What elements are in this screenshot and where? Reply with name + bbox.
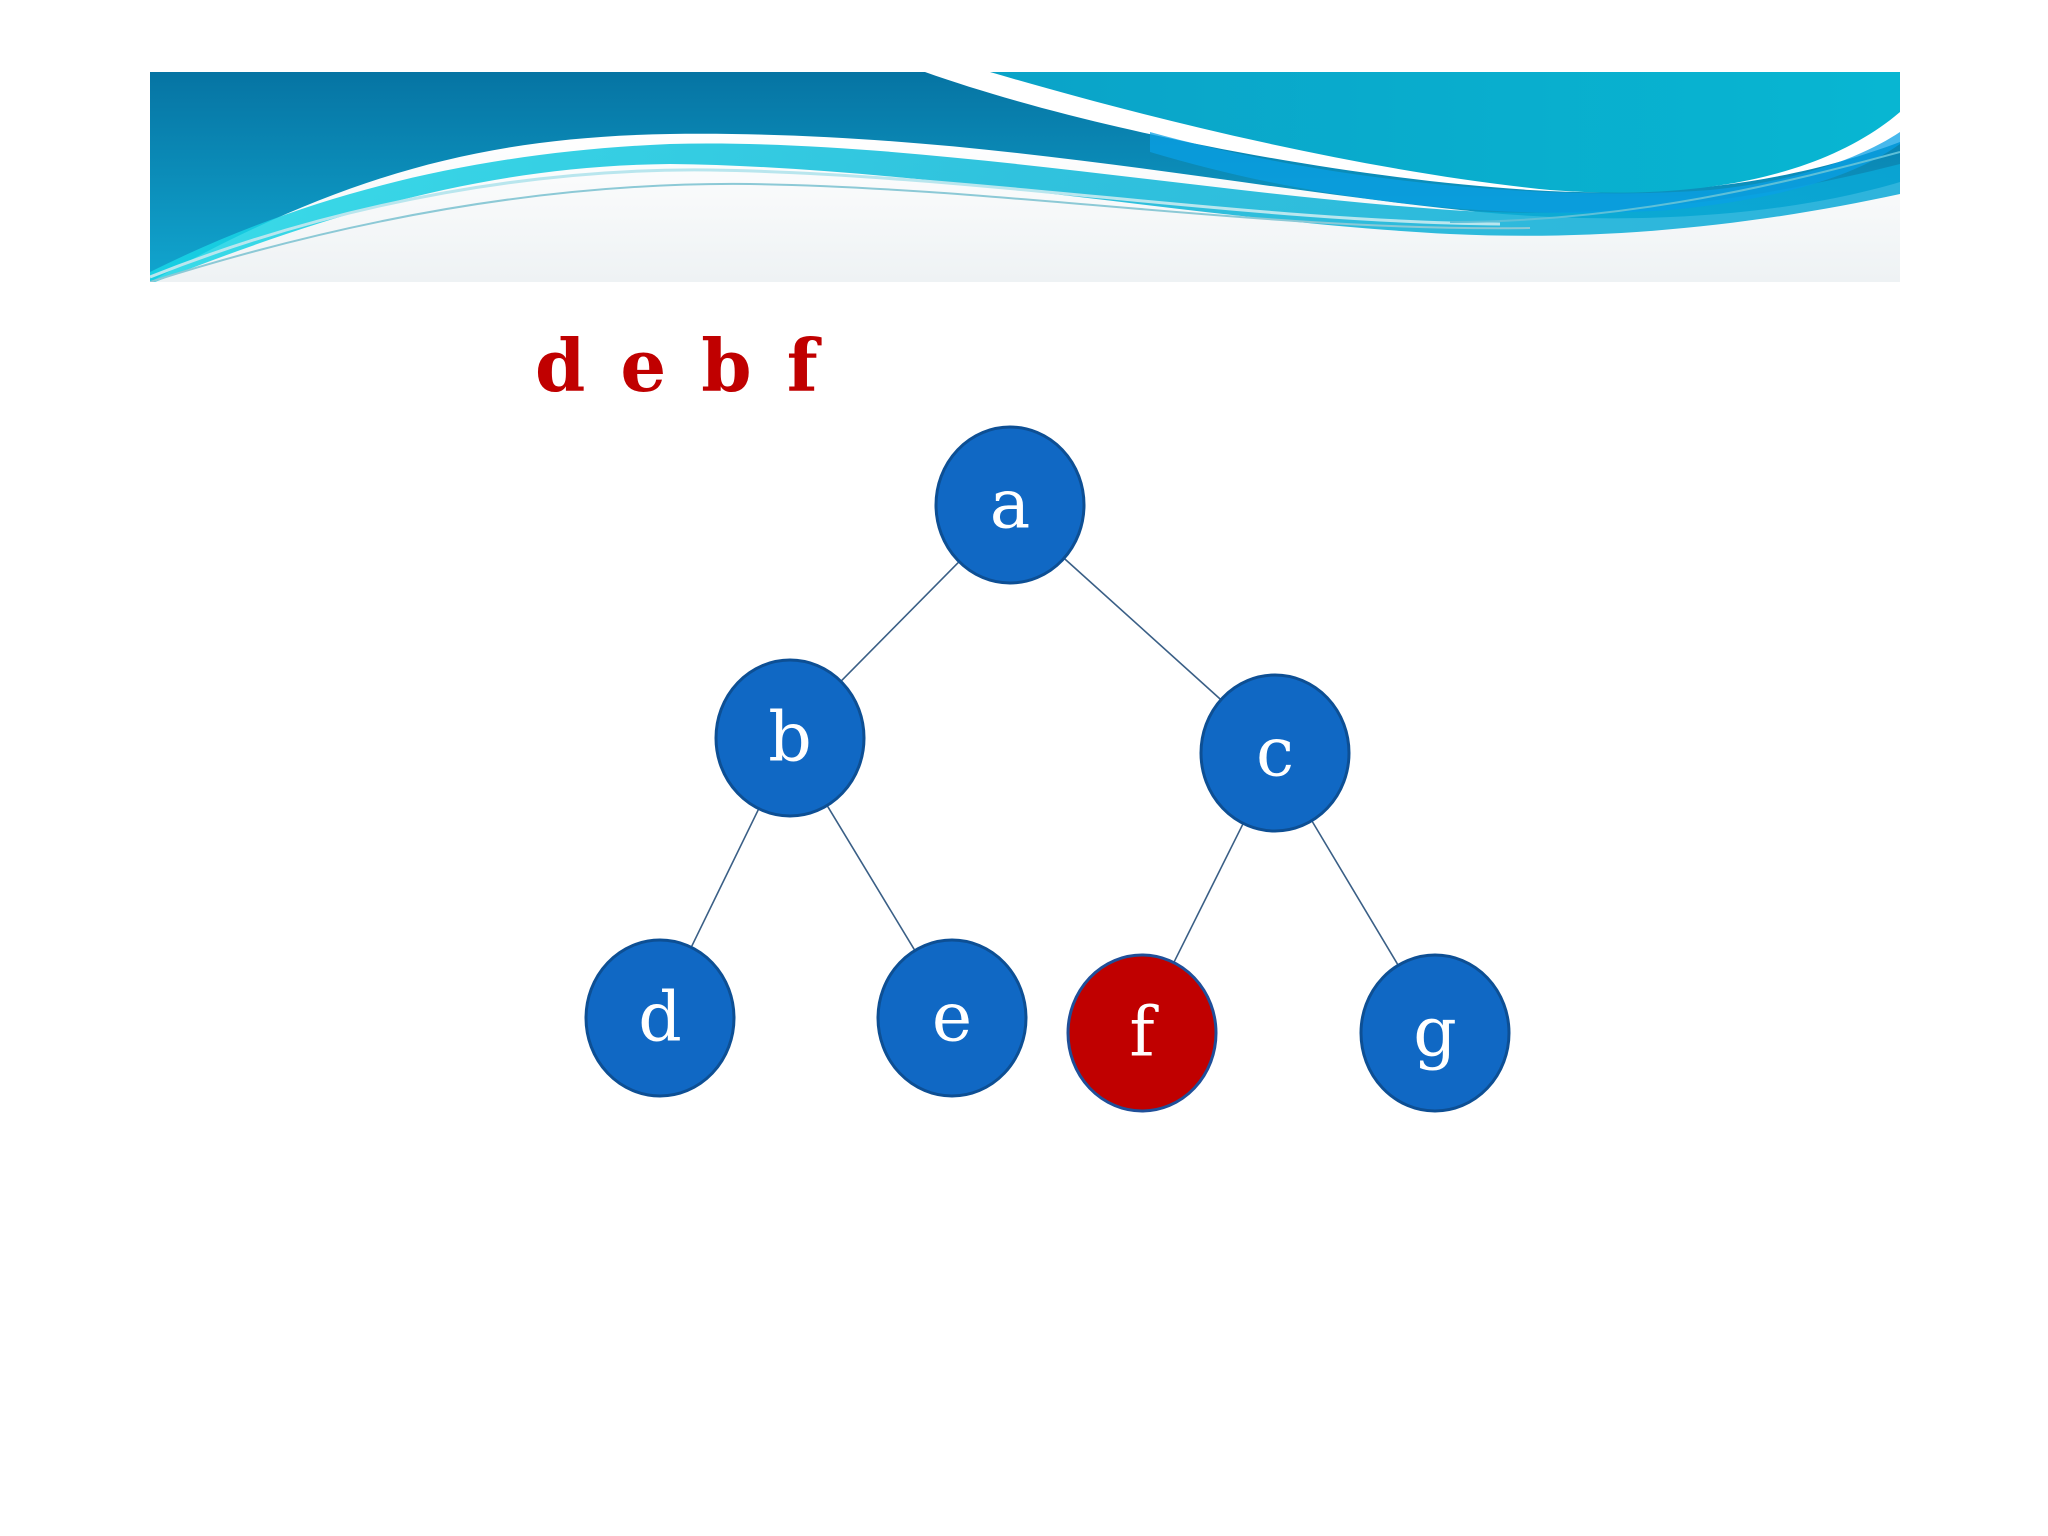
tree-node-b: b [716,660,864,816]
node-label-b: b [768,699,812,778]
tree-node-d: d [586,940,734,1096]
tree-node-a: a [936,427,1084,583]
node-label-c: c [1256,714,1294,793]
tree-nodes: a b c d e f g [586,427,1509,1111]
tree-node-g: g [1361,955,1509,1111]
tree-node-c: c [1201,675,1349,831]
node-label-g: g [1413,994,1457,1073]
node-label-d: d [638,979,682,1058]
node-label-e: e [932,979,972,1058]
edge-c-g [1311,819,1399,966]
tree-node-f: f [1068,955,1216,1111]
edge-c-f [1173,822,1244,964]
node-label-a: a [990,466,1031,545]
edge-a-b [840,561,960,683]
edge-a-c [1063,557,1222,701]
edge-b-d [691,807,760,948]
edge-b-e [826,804,915,952]
tree-node-e: e [878,940,1026,1096]
